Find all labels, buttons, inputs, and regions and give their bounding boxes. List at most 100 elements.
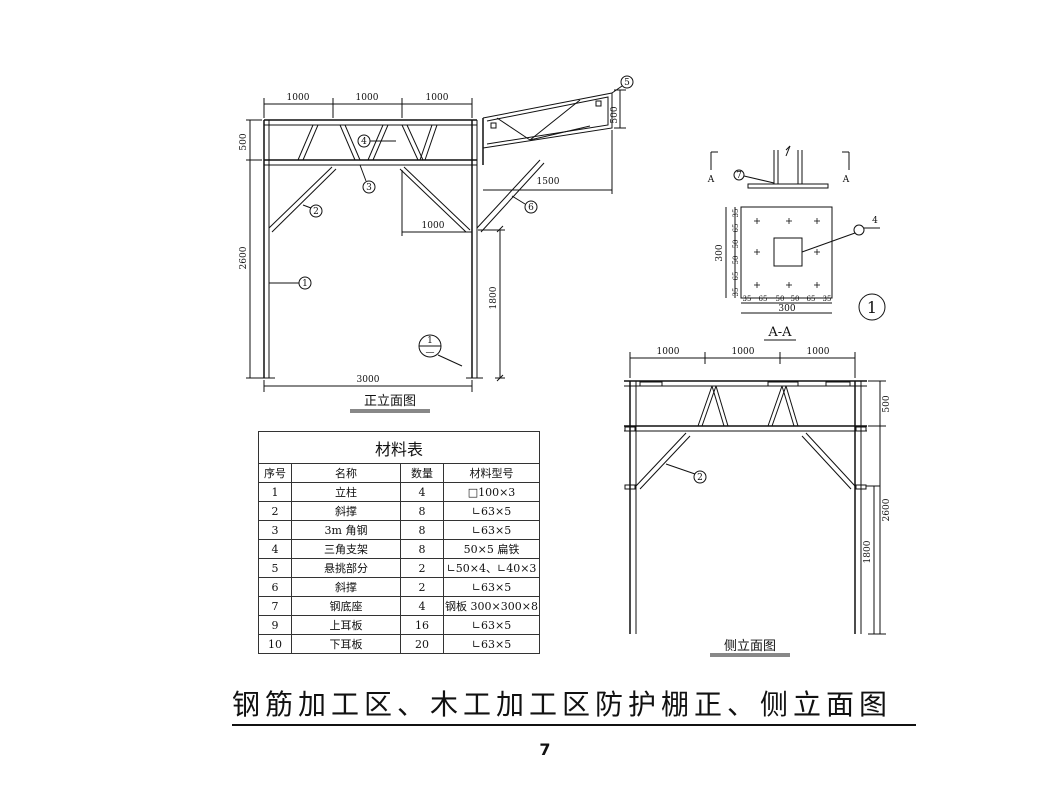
cell-qty: 8 [400,520,444,540]
cell-spec: ∟63×5 [443,615,540,635]
cell-qty: 8 [400,539,444,559]
cell-no: 6 [258,577,292,597]
callout-7: 7 [736,171,742,181]
cell-qty: 20 [400,634,444,654]
material-table-title: 材料表 [258,431,540,464]
front-dim-total-height: 2600 [239,246,249,269]
callout-2: 2 [313,207,319,217]
cell-no: 7 [258,596,292,616]
front-view-caption: 正立面图 [364,394,416,409]
detail-number: 1 [867,298,877,317]
front-dim-cantilever-height: 1800 [489,286,499,309]
detail-callout-4: 4 [872,216,878,226]
side-dim-lower-height: 1800 [863,540,873,563]
cell-qty: 4 [400,596,444,616]
cell-spec: 50×5 扁铁 [443,539,540,559]
plate-dim-h-3: 50 [776,295,785,303]
side-dim-span-2: 1000 [732,347,755,357]
plate-dim-v-4: 50 [732,256,740,265]
front-dim-span-1: 1000 [287,93,310,103]
side-view-caption: 侧立面图 [724,639,776,654]
cell-spec: ∟50×4、∟40×3 [443,558,540,578]
cell-name: 3m 角钢 [291,520,401,540]
cell-no: 10 [258,634,292,654]
section-mark-top: 1 [427,336,433,346]
cell-name: 三角支架 [291,539,401,559]
cell-name: 悬挑部分 [291,558,401,578]
callout-6: 6 [528,203,534,213]
side-dim-span-3: 1000 [807,347,830,357]
plate-total-v: 300 [715,244,725,261]
cell-no: 4 [258,539,292,559]
page-number: 7 [539,740,551,759]
front-dim-span-2: 1000 [356,93,379,103]
cell-spec: 钢板 300×300×8 [443,596,540,616]
plate-dim-h-5: 65 [807,295,816,303]
cell-spec: ∟63×5 [443,520,540,540]
callout-4: 4 [361,137,367,147]
side-elevation [624,352,886,635]
callout-3: 3 [366,183,372,193]
plate-dim-v-5: 65 [732,272,740,281]
plate-dim-h-4: 50 [791,295,800,303]
front-dim-span-3: 1000 [426,93,449,103]
side-dim-truss-height: 500 [882,395,892,412]
callout-1: 1 [302,279,308,289]
plate-total-h: 300 [778,304,795,314]
cell-spec: ∟63×5 [443,634,540,654]
plate-dim-h-1: 35 [743,295,752,303]
material-table-header: 序号 名称 数量 材料型号 [258,463,540,483]
col-header-no: 序号 [258,463,292,483]
cell-qty: 4 [400,482,444,502]
section-mark-bottom: — [426,348,435,358]
cell-no: 5 [258,558,292,578]
plate-dim-h-6: 35 [823,295,832,303]
cell-spec: ∟63×5 [443,501,540,521]
cell-name: 立柱 [291,482,401,502]
callout-5: 5 [624,78,630,88]
plate-dim-v-6: 35 [732,288,740,297]
detail-caption: A-A [767,325,792,340]
front-dim-brace-offset: 1000 [422,221,445,231]
col-header-name: 名称 [291,463,401,483]
page-title: 钢筋加工区、木工加工区防护棚正、侧立面图 [232,686,916,726]
cell-qty: 2 [400,577,444,597]
cell-qty: 8 [400,501,444,521]
plate-dim-v-3: 50 [732,240,740,249]
cell-qty: 2 [400,558,444,578]
cell-spec: □100×3 [443,482,540,502]
plate-dim-h-2: 65 [759,295,768,303]
col-header-spec: 材料型号 [443,463,540,483]
section-letter-right: A [842,175,850,185]
side-dim-total-height: 2600 [882,498,892,521]
cell-spec: ∟63×5 [443,577,540,597]
col-header-qty: 数量 [400,463,444,483]
side-dim-span-1: 1000 [657,347,680,357]
cell-no: 2 [258,501,292,521]
front-dim-cantilever: 1500 [537,177,560,187]
side-callout-2: 2 [697,473,703,483]
cell-no: 1 [258,482,292,502]
front-dim-truss-height: 500 [239,133,249,150]
plate-dim-v-2: 65 [732,224,740,233]
cell-name: 斜撑 [291,501,401,521]
cell-name: 斜撑 [291,577,401,597]
front-dim-total-width: 3000 [357,375,380,385]
section-letter-left: A [707,175,715,185]
cell-no: 3 [258,520,292,540]
base-plate-detail [710,145,886,321]
plate-dim-v-1: 35 [732,209,740,218]
cell-name: 钢底座 [291,596,401,616]
cell-name: 上耳板 [291,615,401,635]
cell-qty: 16 [400,615,444,635]
